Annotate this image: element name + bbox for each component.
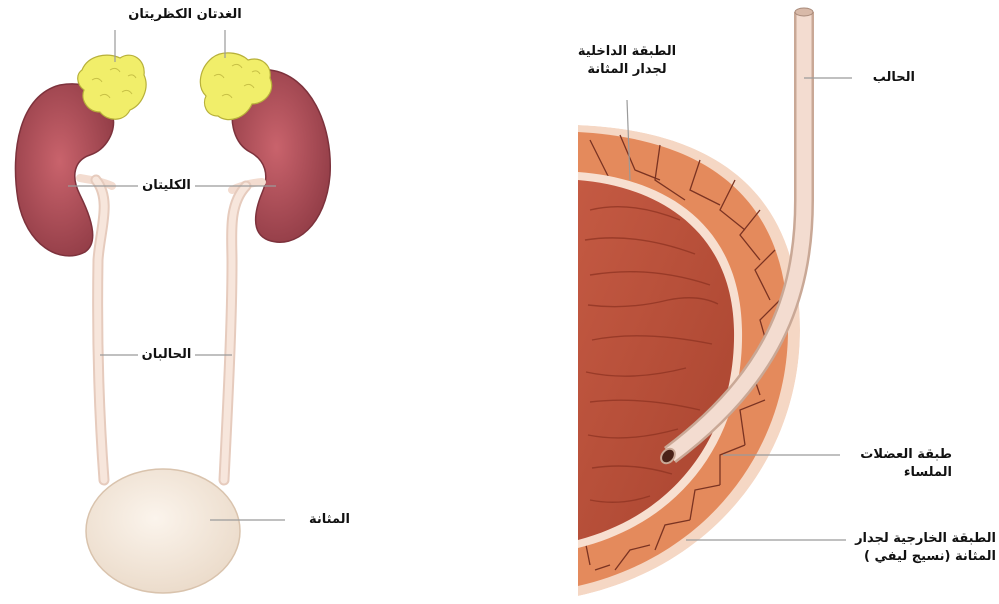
label-smooth-muscle: طبقة العضلات الملساء <box>842 446 952 482</box>
label-bladder: المثانة <box>290 511 350 529</box>
label-ureters: الحالبان <box>138 346 195 364</box>
right-ureter <box>224 186 246 480</box>
left-ureter <box>96 180 104 480</box>
label-outer-layer-line1: الطبقة الخارجية لجدار <box>848 530 996 548</box>
label-ureter: الحالب <box>855 69 915 87</box>
label-kidneys: الكليتان <box>138 177 195 195</box>
label-inner-layer: الطبقة الداخلية لجدار المثانة <box>568 43 686 79</box>
bladder <box>86 469 240 593</box>
label-outer-layer-line2: المثانة (نسيج ليفي ) <box>848 548 996 566</box>
label-inner-layer-line2: لجدار المثانة <box>568 61 686 79</box>
label-inner-layer-line1: الطبقة الداخلية <box>568 43 686 61</box>
label-adrenal-glands: الغدتان الكظريتان <box>110 6 260 24</box>
label-smooth-muscle-line1: طبقة العضلات <box>842 446 952 464</box>
label-smooth-muscle-line2: الملساء <box>842 464 952 482</box>
label-outer-layer: الطبقة الخارجية لجدار المثانة (نسيج ليفي… <box>848 530 996 566</box>
